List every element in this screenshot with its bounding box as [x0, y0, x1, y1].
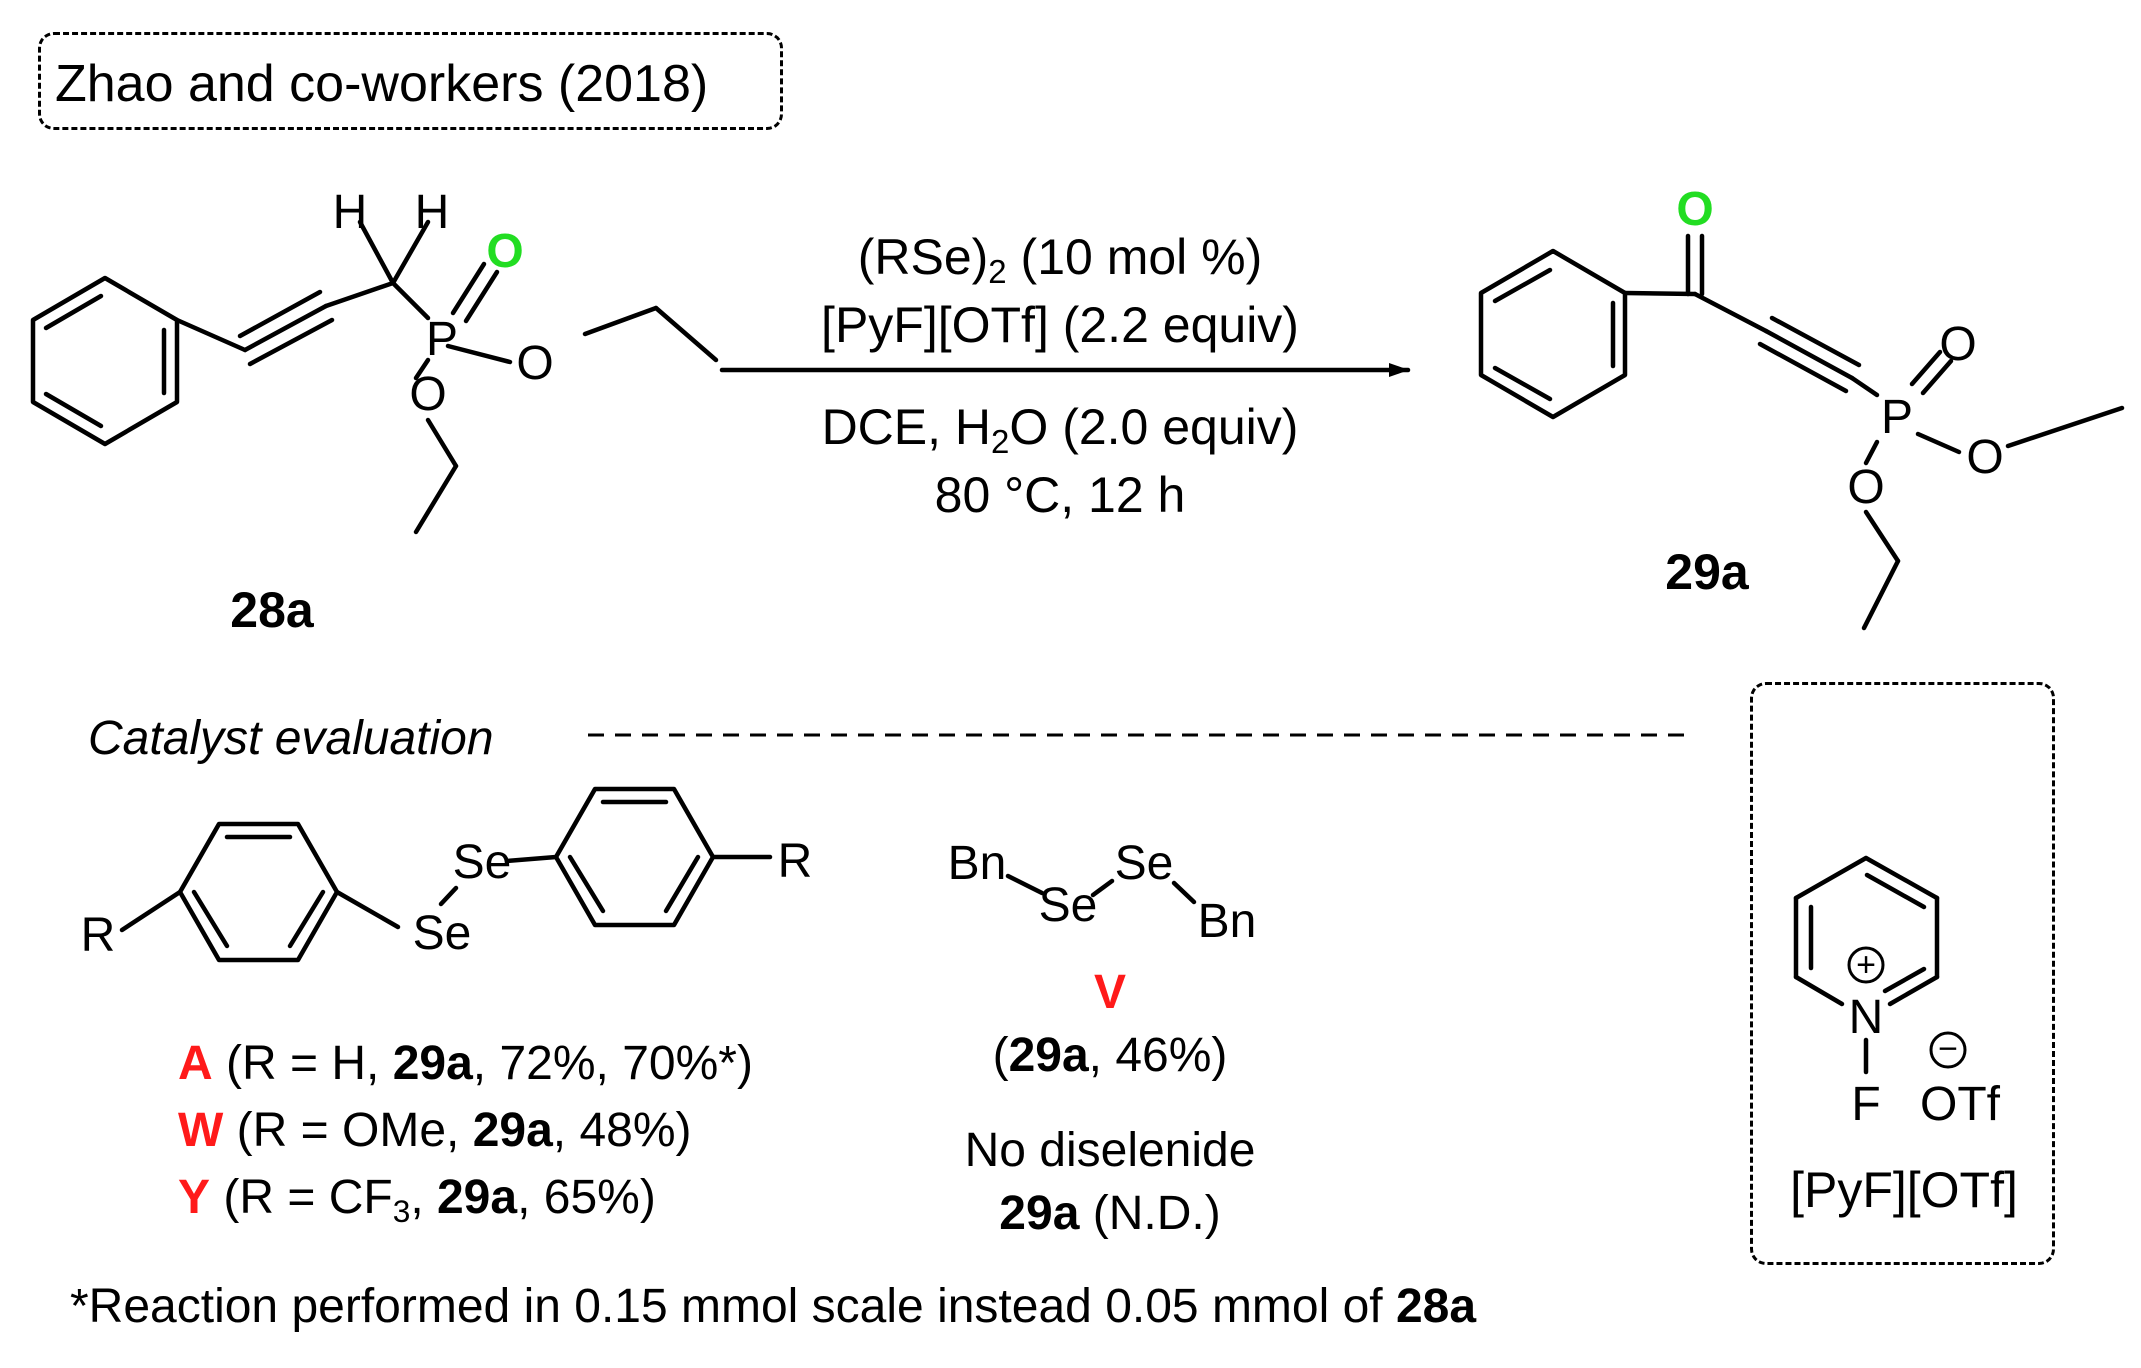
diaryl-diselenide-bonds [119, 854, 773, 933]
catalyst-entry-w-r: (R = OMe, [223, 1104, 473, 1157]
condition-line-1: (RSe)2 (10 mol %) [857, 229, 1263, 288]
footnote-text: *Reaction performed in 0.15 mmol scale i… [70, 1280, 1396, 1333]
diaryl-atom-se-bottom: Se [412, 907, 472, 960]
reactant-atom-o-double: O [486, 225, 524, 278]
catalyst-entry-a-yield: , 72%, 70%*) [472, 1037, 753, 1090]
catalyst-entry-y-r: (R = CF [210, 1171, 393, 1224]
catalyst-entry-a: A (R = H, 29a, 72%, 70%*) [178, 1040, 753, 1088]
product-label: 29a [1665, 544, 1749, 600]
condition-catalyst: (RSe) [857, 229, 989, 285]
pyridinium-atom-n: N [1848, 991, 1884, 1044]
dibenzyl-diselenide-bonds [1005, 873, 1197, 905]
catalyst-entry-v-yield: , 46%) [1088, 1029, 1228, 1082]
footnote-ref: 28a [1395, 1280, 1477, 1333]
catalyst-evaluation-heading: Catalyst evaluation [88, 712, 494, 765]
dibenzyl-atom-se-left: Se [1038, 879, 1098, 932]
catalyst-entry-y-sep: , [410, 1171, 437, 1224]
reactant-alkyne [174, 289, 335, 367]
dibenzyl-atom-bn-right: Bn [1197, 895, 1257, 948]
catalyst-entry-y: Y (R = CF3, 29a, 65%) [178, 1171, 656, 1227]
reactant-atom-h2: H [414, 186, 450, 239]
reactant-phosphonate [323, 219, 719, 535]
reactant-atom-p: P [425, 313, 459, 366]
catalyst-entry-w-product: 29a [472, 1104, 553, 1157]
catalyst-entry-v-open: ( [992, 1029, 1009, 1082]
no-catalyst-result: (N.D.) [1079, 1187, 1221, 1240]
no-catalyst-line-1: No diselenide [964, 1124, 1256, 1177]
condition-catalyst-sub: 2 [988, 253, 1007, 291]
reactant-atom-o-ester2: O [409, 368, 447, 421]
reagent-name: [PyF][OTf] [1790, 1162, 2018, 1218]
catalyst-entry-v: (29a, 46%) [993, 1032, 1228, 1080]
reagent-box [1750, 682, 2055, 1265]
triflate-otf: OTf [1920, 1078, 2000, 1131]
catalyst-letter-y: Y [178, 1171, 211, 1224]
condition-water-sub: 2 [991, 423, 1010, 461]
catalyst-entry-a-r: (R = H, [212, 1037, 393, 1090]
product-atom-o-ester1: O [1966, 431, 2004, 484]
footnote: *Reaction performed in 0.15 mmol scale i… [70, 1283, 1476, 1331]
catalyst-letter-v: V [1093, 966, 1127, 1019]
product-ynone-phosphonate [1622, 233, 2125, 631]
catalyst-entry-v-product: 29a [1008, 1029, 1089, 1082]
condition-solvent: DCE, H [821, 399, 992, 455]
condition-line-4: 80 °C, 12 h [934, 467, 1186, 523]
condition-water-equiv: O (2.0 equiv) [1009, 399, 1299, 455]
catalyst-entry-w-yield: , 48%) [552, 1104, 692, 1157]
reactant-atom-o-ester1: O [516, 337, 554, 390]
condition-catalyst-loading: (10 mol %) [1006, 229, 1263, 285]
dibenzyl-atom-se-right: Se [1114, 837, 1174, 890]
pyridinium-atom-f: F [1851, 1078, 1881, 1131]
product-atom-o-double: O [1939, 318, 1977, 371]
catalyst-entry-y-sub: 3 [392, 1192, 411, 1229]
product-atom-o-ester2: O [1847, 461, 1885, 514]
reactant-label: 28a [230, 582, 314, 638]
no-catalyst-line-2: 29a (N.D.) [999, 1190, 1220, 1238]
catalyst-entry-y-yield: , 65%) [517, 1171, 656, 1224]
condition-line-2: [PyF][OTf] (2.2 equiv) [821, 297, 1299, 353]
diaryl-atom-se-top: Se [452, 836, 512, 889]
diaryl-atom-r-left: R [80, 909, 116, 962]
header-title: Zhao and co-workers (2018) [55, 55, 709, 113]
triflate-minus: − [1938, 1030, 1958, 1068]
catalyst-entry-a-product: 29a [392, 1037, 473, 1090]
no-catalyst-product: 29a [999, 1187, 1080, 1240]
product-atom-o-ketone: O [1676, 183, 1714, 236]
condition-line-3: DCE, H2O (2.0 equiv) [821, 399, 1299, 458]
product-atom-p: P [1880, 391, 1914, 444]
dibenzyl-atom-bn-left: Bn [947, 837, 1007, 890]
reactant-atom-h1: H [332, 186, 368, 239]
catalyst-entry-w: W (R = OMe, 29a, 48%) [178, 1107, 692, 1155]
catalyst-letter-w: W [178, 1104, 224, 1157]
catalyst-letter-a: A [178, 1037, 213, 1090]
catalyst-entry-y-product: 29a [436, 1171, 518, 1224]
header-box [38, 32, 783, 130]
diaryl-atom-r-right: R [777, 835, 813, 888]
pyridinium-plus: + [1856, 946, 1876, 984]
